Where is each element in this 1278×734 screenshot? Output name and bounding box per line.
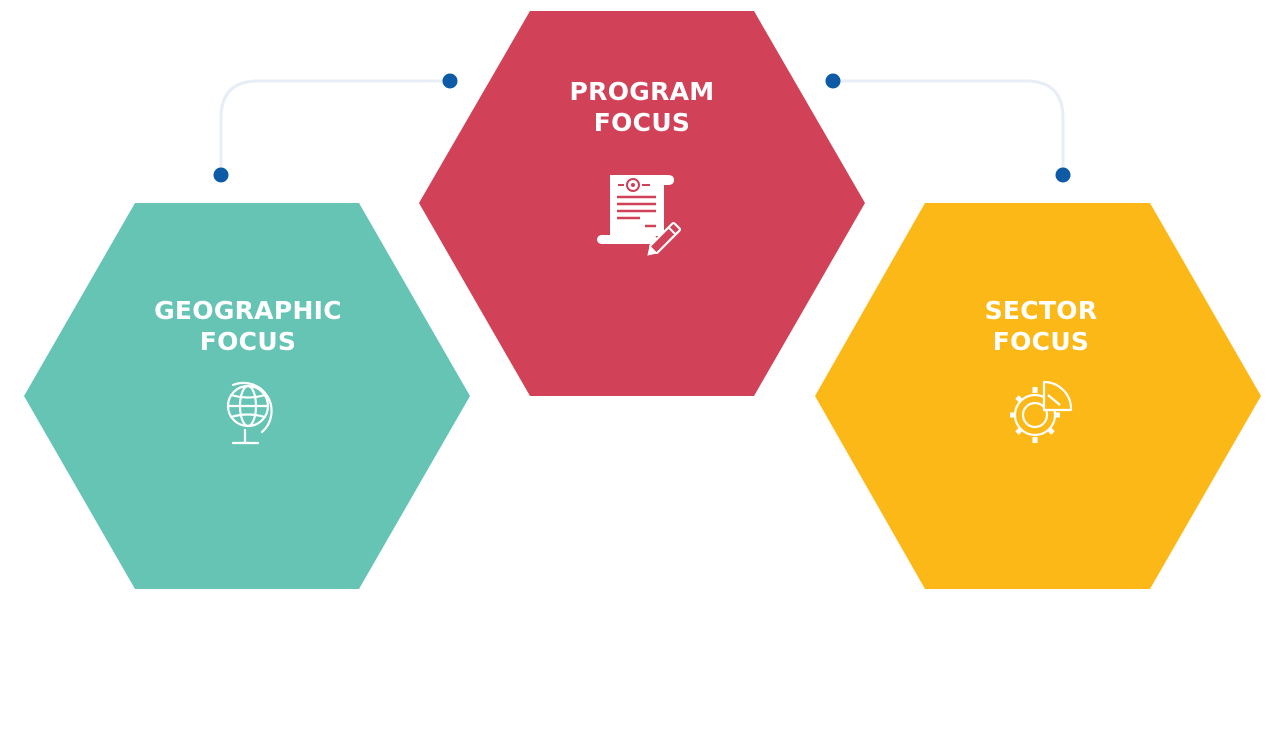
hexagon-program-focus: PROGRAM FOCUS [419,11,865,396]
connector-dot [825,73,841,89]
globe-icon [226,381,273,445]
hexagon-title-line2: FOCUS [993,327,1089,356]
connector-dot [1055,167,1071,183]
connector-dot [213,167,229,183]
connectors [213,73,1071,183]
connector-right [833,79,1065,175]
hexagon-title-line2: FOCUS [200,327,296,356]
hexagon-title-line1: SECTOR [985,296,1098,325]
hexagon-shape [24,203,470,589]
hexagon-geographic-focus: GEOGRAPHIC FOCUS [24,203,470,589]
hexagon-title-line1: GEOGRAPHIC [154,296,342,325]
hexagon-title-line1: PROGRAM [570,77,715,106]
hexagon-title-line2: FOCUS [594,108,690,137]
document-pen-icon [597,175,682,256]
connector-dot [442,73,458,89]
hexagon-sector-focus: SECTOR FOCUS [815,203,1261,589]
connector-left [219,79,450,175]
gear-chart-icon [1010,380,1073,443]
